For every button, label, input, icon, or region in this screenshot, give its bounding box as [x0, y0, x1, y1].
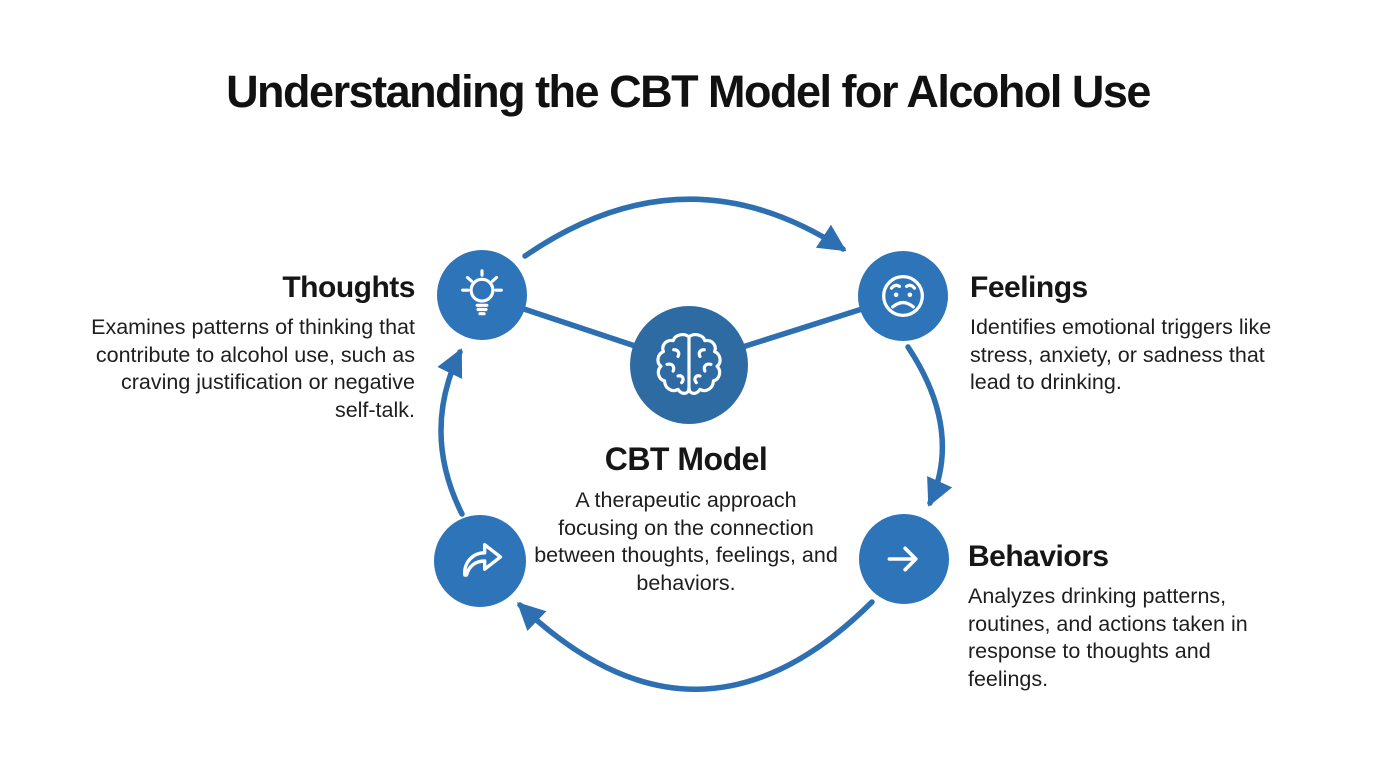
- cbt-model-text-block: CBT Model A therapeutic approach focusin…: [533, 441, 839, 597]
- feelings-text-block: Feelings Identifies emotional triggers l…: [970, 271, 1292, 397]
- edge-behaviors-to-cycle-arrow: [517, 599, 875, 692]
- thoughts-node-circle: [437, 250, 527, 340]
- feelings-description: Identifies emotional triggers like stres…: [970, 315, 1272, 395]
- lightbulb-icon: [461, 269, 503, 316]
- edge-feelings-to-behaviors-arrow: [905, 344, 953, 507]
- behaviors-description: Analyzes drinking patterns, routines, an…: [968, 584, 1248, 691]
- feelings-label: Feelings: [970, 271, 1088, 304]
- behaviors-text-block: Behaviors Analyzes drinking patterns, ro…: [968, 540, 1280, 693]
- cbt-model-hub-circle: [630, 306, 748, 424]
- sad-face-icon: [882, 275, 924, 317]
- edge-thoughts-to-feelings-arrow: [522, 196, 847, 259]
- edge-cycle-to-thoughts-arrow: [437, 348, 465, 517]
- behaviors-node-circle: [859, 514, 949, 604]
- feelings-node-circle: [858, 251, 948, 341]
- curved-arrow-icon: [463, 542, 503, 577]
- thoughts-description: Examines patterns of thinking that contr…: [91, 315, 415, 422]
- cbt-model-description: A therapeutic approach focusing on the c…: [534, 488, 838, 595]
- cbt-model-label: CBT Model: [604, 441, 768, 477]
- arrow-right-icon: [887, 546, 918, 572]
- behaviors-label: Behaviors: [968, 540, 1109, 573]
- thoughts-text-block: Thoughts Examines patterns of thinking t…: [85, 271, 415, 424]
- brain-icon: [656, 333, 722, 395]
- cycle-node-circle: [434, 515, 526, 607]
- page-title: Understanding the CBT Model for Alcohol …: [226, 66, 1151, 117]
- thoughts-label: Thoughts: [282, 271, 415, 304]
